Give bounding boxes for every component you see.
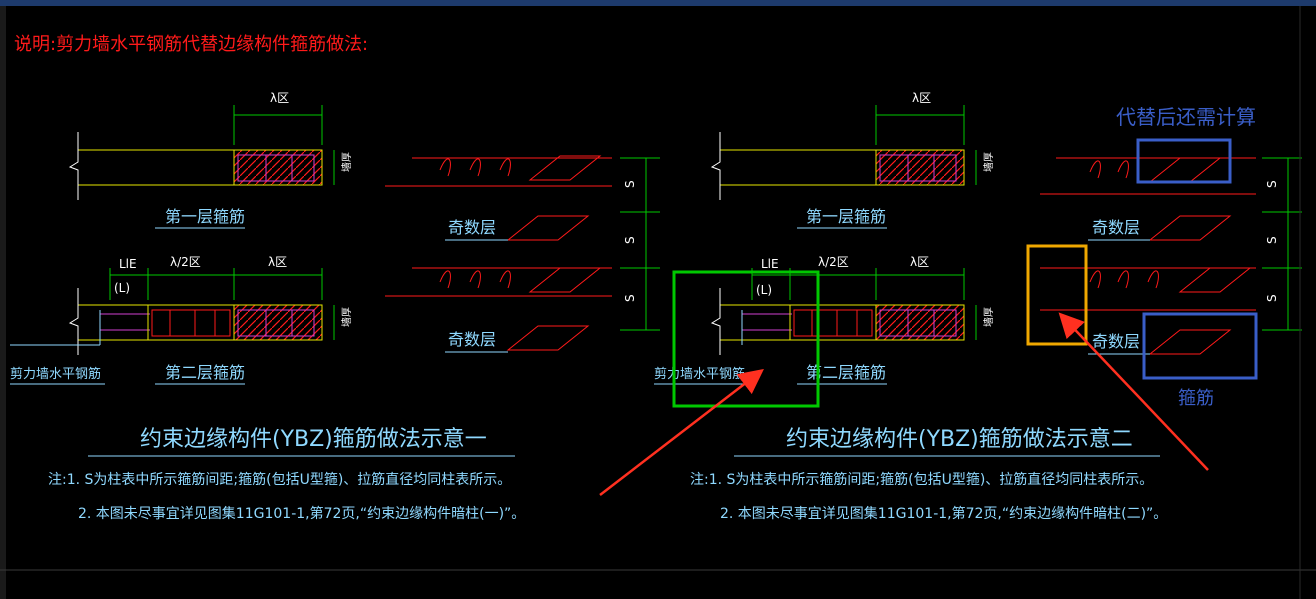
diagram-1-note-1: 注:1. S为柱表中所示箍筋间距;箍筋(包括U型箍)、拉筋直径均同柱表所示。 — [48, 471, 511, 488]
first-layer-label-d2: 第一层箍筋 — [806, 207, 886, 226]
second-layer-label-d2: 第二层箍筋 — [806, 363, 886, 382]
second-layer-wall-1: LlE λ/2区 λ区 (L) 墙厚 剪力墙水平钢筋 第二层箍筋 — [10, 255, 353, 385]
l-paren-label-d2: (L) — [756, 283, 772, 297]
left-frame-bar — [0, 6, 6, 599]
spacing-dim-1: S S S — [620, 157, 660, 331]
spacing-s-label-d2: S — [1265, 180, 1279, 188]
lambda-label-d2: λ区 — [912, 91, 931, 105]
dim-lambda-top-2: λ区 — [875, 91, 965, 145]
lie-label-d2: LlE — [761, 257, 779, 271]
odd-layer-label-d2-2: 奇数层 — [1092, 332, 1140, 351]
stirrup-detail-1 — [385, 155, 612, 351]
spacing-s-label: S — [623, 180, 637, 188]
spacing-dim-2: S S S — [1262, 157, 1302, 331]
blue-highlight-box-top — [1136, 138, 1232, 184]
diagram-2-note-2: 2. 本图未尽事宜详见图集11G101-1,第72页,“约束边缘构件暗柱(二)”… — [720, 505, 1167, 522]
green-highlight-box — [672, 270, 820, 408]
l-paren-label: (L) — [114, 281, 130, 295]
arrow-to-orange-box — [1058, 312, 1209, 471]
lambda-label-2: λ区 — [268, 255, 287, 269]
first-layer-wall-2: 墙厚 第一层箍筋 — [710, 132, 995, 229]
need-calc-annotation: 代替后还需计算 — [1116, 105, 1256, 129]
wall-thickness-label-d2-2: 墙厚 — [982, 307, 995, 327]
spacing-s-label-d2-2: S — [1265, 236, 1279, 244]
stirrup-annotation: 箍筋 — [1178, 388, 1214, 409]
stirrup-detail-2 — [1040, 157, 1256, 355]
lie-label: LlE — [119, 257, 137, 271]
top-frame-bar — [0, 0, 1316, 6]
odd-layer-label: 奇数层 — [448, 218, 496, 237]
odd-layer-label-2: 奇数层 — [448, 330, 496, 349]
spacing-s-label-3: S — [623, 294, 637, 302]
half-lambda-label: λ/2区 — [170, 255, 201, 269]
wall-thickness-label-d2: 墙厚 — [982, 152, 995, 172]
odd-layer-label-d2: 奇数层 — [1092, 218, 1140, 237]
shear-wall-rebar-label-d2: 剪力墙水平钢筋 — [654, 366, 745, 382]
spacing-s-label-d2-3: S — [1265, 294, 1279, 302]
second-layer-label: 第二层箍筋 — [165, 363, 245, 382]
lambda-label: λ区 — [270, 91, 289, 105]
shear-wall-rebar-label: 剪力墙水平钢筋 — [10, 366, 101, 382]
lambda-label-d2-2: λ区 — [910, 255, 929, 269]
blue-highlight-box-bottom — [1142, 312, 1258, 380]
first-layer-wall-1: 墙厚 第一层箍筋 — [68, 132, 353, 229]
dim-lambda-top-1: λ区 — [233, 91, 323, 145]
diagram-1-note-2: 2. 本图未尽事宜详见图集11G101-1,第72页,“约束边缘构件暗柱(一)”… — [78, 505, 525, 522]
first-layer-label: 第一层箍筋 — [165, 207, 245, 226]
diagram-2-title: 约束边缘构件(YBZ)箍筋做法示意二 — [786, 427, 1133, 452]
diagram-1-title: 约束边缘构件(YBZ)箍筋做法示意一 — [140, 427, 487, 452]
wall-thickness-label: 墙厚 — [340, 152, 353, 172]
description-text: 说明:剪力墙水平钢筋代替边缘构件箍筋做法: — [14, 34, 368, 55]
orange-highlight-box — [1026, 244, 1088, 346]
diagram-2-note-1: 注:1. S为柱表中所示箍筋间距;箍筋(包括U型箍)、拉筋直径均同柱表所示。 — [690, 471, 1153, 488]
diagram-2: λ区 墙厚 第一层箍筋 LlE λ/2区 λ区 (L) — [654, 91, 1302, 522]
half-lambda-label-d2: λ/2区 — [818, 255, 849, 269]
second-layer-wall-2: LlE λ/2区 λ区 (L) 墙厚 剪力墙水平钢筋 第二层箍筋 — [654, 255, 995, 385]
arrow-to-green-box — [599, 368, 764, 496]
spacing-s-label-2: S — [623, 236, 637, 244]
diagram-1: λ区 墙厚 第一层箍筋 LlE λ/2区 λ区 (L) — [10, 91, 660, 522]
wall-thickness-label-2: 墙厚 — [340, 307, 353, 327]
